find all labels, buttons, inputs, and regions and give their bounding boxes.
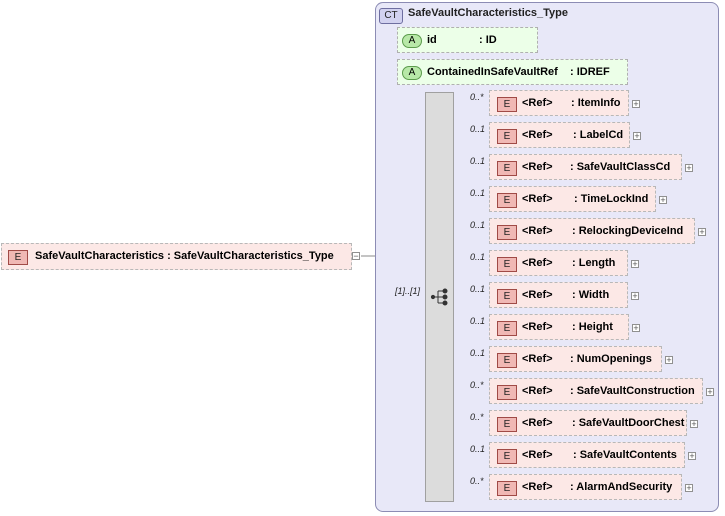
element-label-cd[interactable]: E <Ref> : LabelCd <box>489 122 630 148</box>
expand-icon[interactable]: + <box>632 323 640 333</box>
expand-icon[interactable]: + <box>665 355 673 365</box>
expand-icon[interactable]: + <box>685 163 693 173</box>
element-badge: E <box>497 225 517 240</box>
element-name: : NumOpenings <box>570 353 652 365</box>
element-cardinality: 0..* <box>470 92 484 102</box>
element-cardinality: 0..1 <box>470 188 486 198</box>
element-badge: E <box>497 481 517 496</box>
element-name: : SafeVaultConstruction <box>570 385 695 397</box>
element-cardinality: 0..1 <box>470 156 486 166</box>
element-alarm-and-security[interactable]: E <Ref> : AlarmAndSecurity <box>489 474 682 500</box>
expand-icon[interactable]: + <box>633 131 641 141</box>
expand-icon[interactable]: + <box>685 483 693 493</box>
element-name: : SafeVaultClassCd <box>570 161 671 173</box>
element-cardinality: 0..* <box>470 476 484 486</box>
attribute-id[interactable]: A id : ID <box>397 27 538 53</box>
element-badge: E <box>8 250 28 265</box>
element-ref-label: <Ref> <box>522 289 553 301</box>
element-cardinality: 0..1 <box>470 348 486 358</box>
element-badge: E <box>497 289 517 304</box>
complex-type-title: SafeVaultCharacteristics_Type <box>408 7 568 19</box>
element-ref-label: <Ref> <box>522 353 553 365</box>
element-cardinality: 0..* <box>470 412 484 422</box>
element-name: : ItemInfo <box>571 97 621 109</box>
element-safe-vault-class-cd[interactable]: E <Ref> : SafeVaultClassCd <box>489 154 682 180</box>
element-ref-label: <Ref> <box>522 97 553 109</box>
element-ref-label: <Ref> <box>522 385 553 397</box>
element-name: : AlarmAndSecurity <box>570 481 673 493</box>
element-cardinality: 0..1 <box>470 124 486 134</box>
attribute-type: : ID <box>479 34 497 46</box>
element-cardinality: 0..1 <box>470 252 486 262</box>
element-length[interactable]: E <Ref> : Length <box>489 250 628 276</box>
element-safe-vault-door-chest[interactable]: E <Ref> : SafeVaultDoorChest <box>489 410 687 436</box>
element-name: : SafeVaultDoorChest <box>572 417 685 429</box>
expand-icon[interactable]: + <box>631 259 639 269</box>
element-cardinality: 0..* <box>470 380 484 390</box>
element-name: : Width <box>572 289 610 301</box>
element-ref-label: <Ref> <box>522 481 553 493</box>
element-name: : Length <box>572 257 616 269</box>
element-badge: E <box>497 257 517 272</box>
element-safe-vault-construction[interactable]: E <Ref> : SafeVaultConstruction <box>489 378 703 404</box>
element-ref-label: <Ref> <box>522 321 553 333</box>
root-element[interactable]: E SafeVaultCharacteristics : SafeVaultCh… <box>1 243 352 270</box>
element-item-info[interactable]: E <Ref> : ItemInfo <box>489 90 629 116</box>
element-badge: E <box>497 385 517 400</box>
element-ref-label: <Ref> <box>522 225 553 237</box>
element-name: : Height <box>572 321 613 333</box>
attribute-name: id <box>427 34 437 46</box>
element-badge: E <box>497 449 517 464</box>
expand-icon[interactable]: + <box>631 291 639 301</box>
expand-icon[interactable]: + <box>688 451 696 461</box>
expand-icon[interactable]: + <box>659 195 667 205</box>
sequence-cardinality: [1]..[1] <box>395 286 421 296</box>
element-name: : RelockingDeviceInd <box>572 225 684 237</box>
element-name: : TimeLockInd <box>574 193 649 205</box>
element-cardinality: 0..1 <box>470 444 486 454</box>
attribute-contained-in-safe-vault-ref[interactable]: A ContainedInSafeVaultRef : IDREF <box>397 59 628 85</box>
expand-icon[interactable]: + <box>706 387 714 397</box>
element-width[interactable]: E <Ref> : Width <box>489 282 628 308</box>
element-badge: E <box>497 417 517 432</box>
element-safe-vault-contents[interactable]: E <Ref> : SafeVaultContents <box>489 442 685 468</box>
expand-icon[interactable]: + <box>698 227 706 237</box>
element-time-lock-ind[interactable]: E <Ref> : TimeLockInd <box>489 186 656 212</box>
element-relocking-device-ind[interactable]: E <Ref> : RelockingDeviceInd <box>489 218 695 244</box>
element-ref-label: <Ref> <box>522 449 553 461</box>
element-ref-label: <Ref> <box>522 129 553 141</box>
element-ref-label: <Ref> <box>522 161 553 173</box>
element-badge: E <box>497 97 517 112</box>
attribute-name: ContainedInSafeVaultRef <box>427 66 558 78</box>
element-badge: E <box>497 161 517 176</box>
root-element-label: SafeVaultCharacteristics : SafeVaultChar… <box>35 250 334 262</box>
element-cardinality: 0..1 <box>470 220 486 230</box>
element-cardinality: 0..1 <box>470 284 486 294</box>
element-badge: E <box>497 353 517 368</box>
element-ref-label: <Ref> <box>522 257 553 269</box>
expand-icon[interactable]: + <box>632 99 640 109</box>
element-name: : LabelCd <box>573 129 624 141</box>
element-num-openings[interactable]: E <Ref> : NumOpenings <box>489 346 662 372</box>
element-height[interactable]: E <Ref> : Height <box>489 314 629 340</box>
complex-type-badge: CT <box>379 8 403 24</box>
attribute-type: : IDREF <box>570 66 610 78</box>
collapse-icon[interactable]: − <box>352 251 360 261</box>
element-ref-label: <Ref> <box>522 193 553 205</box>
element-badge: E <box>497 321 517 336</box>
attribute-badge: A <box>402 66 422 80</box>
expand-icon[interactable]: + <box>690 419 698 429</box>
element-name: : SafeVaultContents <box>573 449 677 461</box>
sequence-icon <box>430 288 448 306</box>
element-ref-label: <Ref> <box>522 417 553 429</box>
attribute-badge: A <box>402 34 422 48</box>
element-badge: E <box>497 129 517 144</box>
element-cardinality: 0..1 <box>470 316 486 326</box>
element-badge: E <box>497 193 517 208</box>
